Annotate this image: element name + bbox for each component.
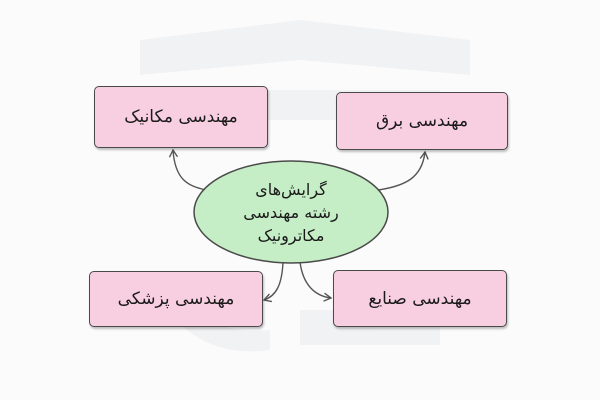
center-line-3: مکاترونیک [257,225,325,245]
arrow-to-medical [262,261,284,303]
node-industrial-engineering: مهندسی صنایع [333,270,507,327]
center-line-2: رشته مهندسی [243,202,339,222]
node-electrical-label: مهندسی برق [375,111,469,131]
node-electrical-engineering: مهندسی برق [336,92,508,150]
center-line-1: گرایش‌های [255,179,327,199]
node-medical-label: مهندسی پزشکی [117,289,235,309]
node-medical-engineering: مهندسی پزشکی [89,271,263,327]
center-ellipse [193,160,389,264]
center-node-label: گرایش‌های رشته مهندسی مکاترونیک [193,160,389,264]
arrow-to-industrial [299,261,333,302]
arrow-to-mechanical [168,148,207,191]
node-mechanical-engineering: مهندسی مکانیک [94,86,268,148]
node-industrial-label: مهندسی صنایع [368,288,472,309]
arrow-to-electrical [377,150,429,191]
node-mechanical-label: مهندسی مکانیک [124,107,238,127]
